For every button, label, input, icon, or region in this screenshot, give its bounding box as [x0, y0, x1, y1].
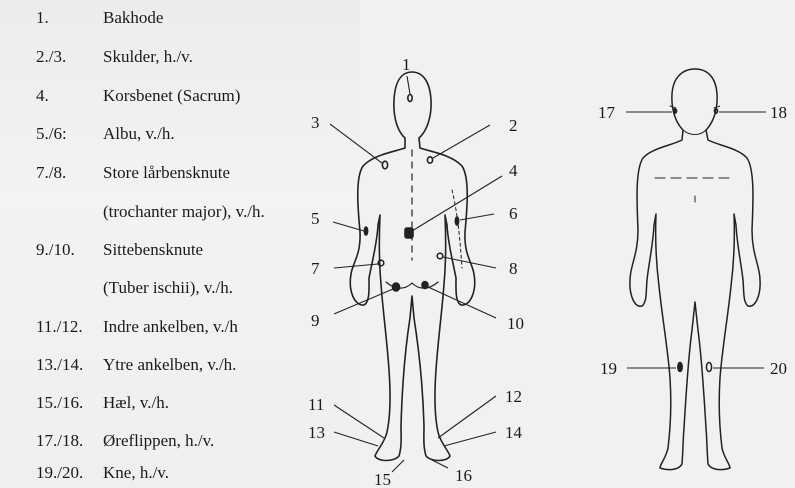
front-view-figure	[630, 69, 760, 470]
front-leader-lines	[626, 112, 766, 368]
point-10-right-ischium	[422, 282, 428, 289]
leader-13	[334, 432, 378, 446]
leader-11	[334, 405, 384, 438]
front-pressure-points	[673, 109, 717, 372]
point-3-left-shoulder	[382, 161, 387, 169]
point-1-back-of-head	[408, 95, 412, 102]
leader-10	[428, 287, 496, 318]
back-labels: 1 2 3 4 5 6 7 8 9 10 11 12 13 14 15 16	[308, 55, 524, 488]
leader-2	[433, 125, 490, 158]
point-17-right-earlobe	[673, 109, 676, 113]
point-8-right-trochanter	[437, 253, 443, 259]
point-6-right-elbow	[455, 217, 458, 225]
label-11: 11	[308, 395, 324, 414]
leader-3	[330, 124, 382, 163]
front-labels: 17 18 19 20	[598, 103, 787, 378]
front-figure-outline	[630, 69, 760, 470]
point-20-left-knee	[706, 363, 711, 372]
leader-15	[392, 460, 404, 472]
label-1: 1	[402, 55, 411, 74]
leader-1	[407, 76, 410, 94]
point-2-right-shoulder	[427, 157, 432, 163]
label-8: 8	[509, 259, 518, 278]
label-13: 13	[308, 423, 325, 442]
label-9: 9	[311, 311, 320, 330]
back-figure-outline	[350, 72, 474, 461]
label-2: 2	[509, 116, 518, 135]
point-19-right-knee	[678, 363, 682, 372]
label-4: 4	[509, 161, 518, 180]
back-pressure-points	[364, 95, 458, 292]
leader-14	[444, 432, 496, 446]
label-12: 12	[505, 387, 522, 406]
label-16: 16	[455, 466, 472, 485]
back-view-figure	[350, 72, 474, 461]
label-14: 14	[505, 423, 523, 442]
label-19: 19	[600, 359, 617, 378]
leader-6	[460, 214, 494, 220]
back-leader-lines	[330, 76, 502, 472]
leader-12	[438, 396, 496, 438]
point-4-sacrum	[405, 228, 413, 238]
label-20: 20	[770, 359, 787, 378]
label-5: 5	[311, 209, 320, 228]
label-18: 18	[770, 103, 787, 122]
label-15: 15	[374, 470, 391, 488]
label-17: 17	[598, 103, 616, 122]
point-9-left-ischium	[393, 283, 400, 291]
label-3: 3	[311, 113, 320, 132]
ear-dashes	[670, 106, 720, 108]
label-10: 10	[507, 314, 524, 333]
neck-contour	[683, 130, 706, 135]
point-5-left-elbow	[364, 227, 367, 235]
label-6: 6	[509, 204, 518, 223]
label-7: 7	[311, 259, 320, 278]
